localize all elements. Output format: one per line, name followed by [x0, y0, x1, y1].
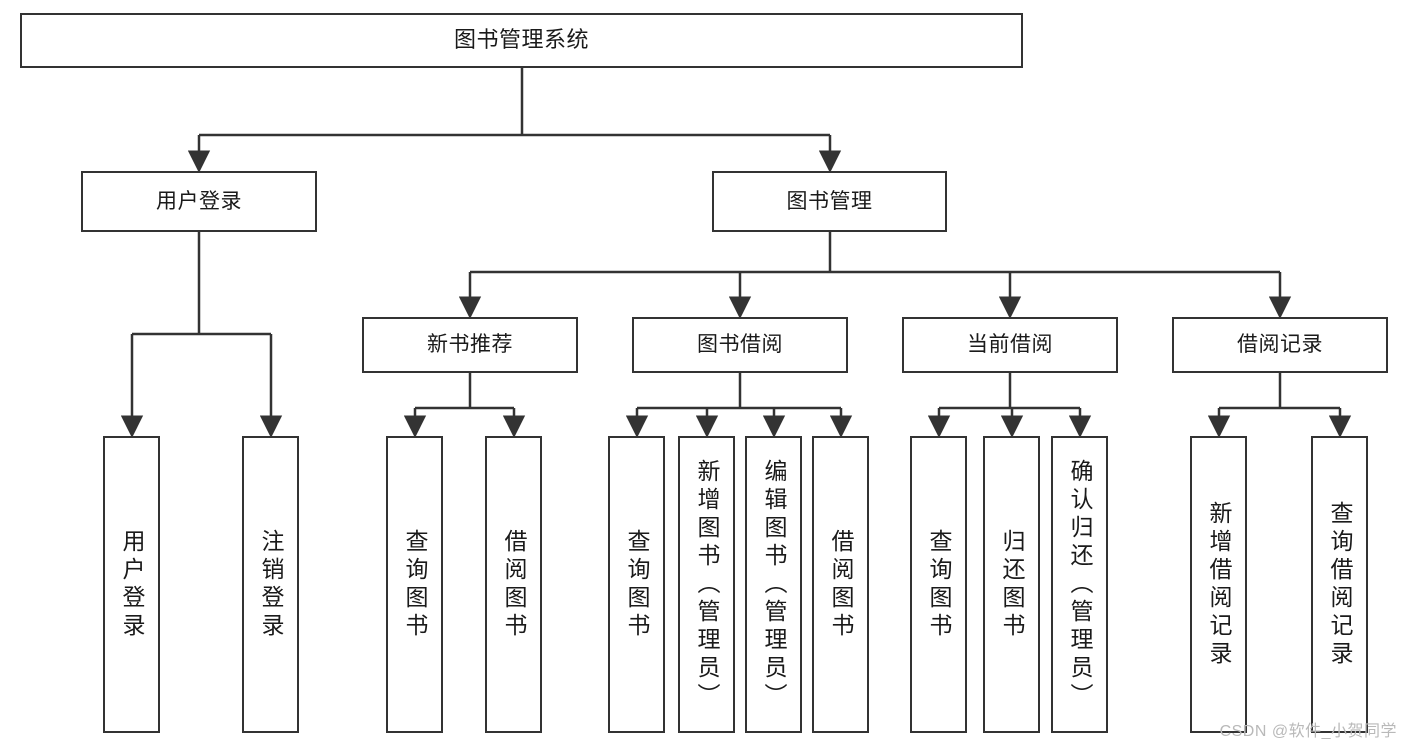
- node-label: 图书借阅: [697, 333, 783, 357]
- node-current-borrow[interactable]: 当前借阅: [902, 317, 1118, 373]
- node-label: 当前借阅: [967, 333, 1053, 357]
- node-label: 新增图书（管理员）: [694, 458, 720, 711]
- node-label: 确认归还（管理员）: [1067, 458, 1093, 711]
- node-leaf-edit-book[interactable]: 编辑图书（管理员）: [745, 436, 802, 733]
- node-label: 归还图书: [999, 528, 1025, 641]
- node-leaf-user-logout[interactable]: 注销登录: [242, 436, 299, 733]
- node-label: 图书管理: [786, 189, 873, 213]
- node-leaf-add-record[interactable]: 新增借阅记录: [1190, 436, 1247, 733]
- node-label: 借阅图书: [501, 528, 527, 641]
- node-label: 编辑图书（管理员）: [761, 458, 787, 711]
- node-label: 注销登录: [258, 528, 284, 641]
- node-leaf-borrow-book-2[interactable]: 借阅图书: [812, 436, 869, 733]
- node-borrow-record[interactable]: 借阅记录: [1172, 317, 1388, 373]
- edge-paths: [120, 68, 1352, 438]
- node-label: 查询图书: [624, 528, 650, 641]
- node-leaf-return-book[interactable]: 归还图书: [983, 436, 1040, 733]
- node-book-borrow[interactable]: 图书借阅: [632, 317, 848, 373]
- node-new-book-rec[interactable]: 新书推荐: [362, 317, 578, 373]
- node-label: 查询借阅记录: [1327, 500, 1353, 669]
- csdn-watermark: CSDN @软件_小贺同学: [1219, 723, 1397, 740]
- node-label: 借阅记录: [1237, 333, 1323, 357]
- node-user-login[interactable]: 用户登录: [81, 171, 317, 232]
- node-leaf-query-record[interactable]: 查询借阅记录: [1311, 436, 1368, 733]
- node-leaf-borrow-book-1[interactable]: 借阅图书: [485, 436, 542, 733]
- node-leaf-user-login[interactable]: 用户登录: [103, 436, 160, 733]
- node-label: 用户登录: [156, 189, 242, 213]
- node-leaf-query-book-3[interactable]: 查询图书: [910, 436, 967, 733]
- node-label: 借阅图书: [828, 528, 854, 641]
- node-leaf-add-book[interactable]: 新增图书（管理员）: [678, 436, 735, 733]
- node-label: 用户登录: [119, 528, 145, 641]
- node-label: 新书推荐: [427, 333, 513, 357]
- node-root[interactable]: 图书管理系统: [20, 13, 1023, 68]
- node-label: 查询图书: [402, 528, 428, 641]
- node-book-manage[interactable]: 图书管理: [712, 171, 947, 232]
- node-leaf-confirm-return[interactable]: 确认归还（管理员）: [1051, 436, 1108, 733]
- node-leaf-query-book-1[interactable]: 查询图书: [386, 436, 443, 733]
- node-label: 图书管理系统: [453, 27, 589, 53]
- node-label: 新增借阅记录: [1206, 500, 1232, 669]
- node-leaf-query-book-2[interactable]: 查询图书: [608, 436, 665, 733]
- node-label: 查询图书: [926, 528, 952, 641]
